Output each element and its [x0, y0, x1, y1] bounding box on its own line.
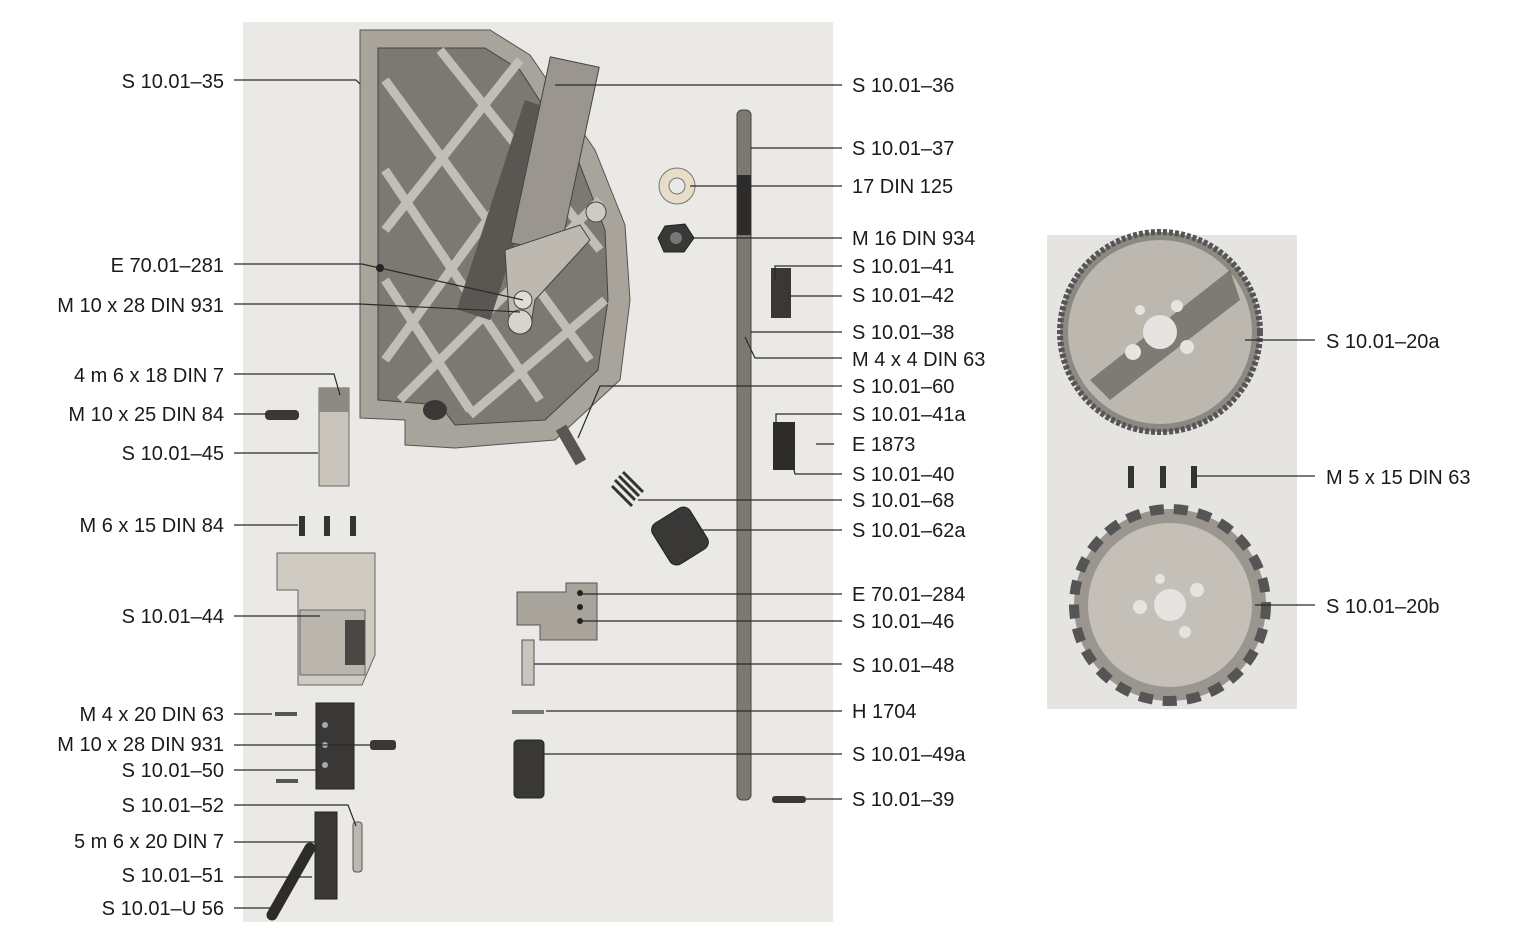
- label-e-70-01-284: E 70.01–284: [852, 584, 965, 606]
- label-m10x28-din931-bottom: M 10 x 28 DIN 931: [57, 734, 224, 756]
- screw-part-84: [265, 410, 299, 420]
- label-s-10-01-51: S 10.01–51: [122, 865, 224, 887]
- key-part-52: [352, 821, 363, 873]
- label-s-10-01-44: S 10.01–44: [122, 606, 224, 628]
- label-s-10-01-60: S 10.01–60: [852, 376, 954, 398]
- label-s-10-01-40: S 10.01–40: [852, 464, 954, 486]
- roller-part: [513, 739, 545, 799]
- label-s-10-01-42: S 10.01–42: [852, 285, 954, 307]
- clip-part-b: [773, 422, 795, 470]
- bracket-part: [516, 582, 598, 686]
- label-s-10-01-52: S 10.01–52: [122, 795, 224, 817]
- label-m10x28-din931-top: M 10 x 28 DIN 931: [57, 295, 224, 317]
- saw-blade-fine: [1057, 229, 1263, 435]
- label-s-10-01-48: S 10.01–48: [852, 655, 954, 677]
- label-m16-din934: M 16 DIN 934: [852, 228, 975, 250]
- label-s-10-01-45: S 10.01–45: [122, 443, 224, 465]
- label-s-10-01-68: S 10.01–68: [852, 490, 954, 512]
- label-e-1873: E 1873: [852, 434, 915, 456]
- label-s-10-01-41a: S 10.01–41a: [852, 404, 966, 426]
- label-s-10-01-39: S 10.01–39: [852, 789, 954, 811]
- spring-part: [610, 470, 645, 508]
- label-s-10-01-20a: S 10.01–20a: [1326, 331, 1440, 353]
- label-4m6x18-din7: 4 m 6 x 18 DIN 7: [74, 365, 224, 387]
- screw-part-39: [772, 796, 806, 803]
- bolt-part-931: [370, 740, 396, 750]
- plate-part-44: [276, 552, 376, 686]
- sleeve-part: [651, 506, 709, 566]
- label-s-10-01-38: S 10.01–38: [852, 322, 954, 344]
- label-e-70-01-281: E 70.01–281: [111, 255, 224, 277]
- label-s-10-01-50: S 10.01–50: [122, 760, 224, 782]
- block-part-50: [315, 702, 355, 790]
- label-s-10-01-62a: S 10.01–62a: [852, 520, 966, 542]
- label-m5x15-din63: M 5 x 15 DIN 63: [1326, 467, 1471, 489]
- label-s-10-01-46: S 10.01–46: [852, 611, 954, 633]
- clip-part-a: [771, 268, 791, 318]
- leader-lines: [234, 79, 1315, 909]
- label-s-10-01-35: S 10.01–35: [122, 71, 224, 93]
- saw-blade-coarse: [1069, 504, 1271, 706]
- label-m6x15-din84: M 6 x 15 DIN 84: [79, 515, 224, 537]
- long-bar-part: [736, 109, 752, 801]
- small-screws: [299, 516, 356, 536]
- label-m4x20-din63: M 4 x 20 DIN 63: [79, 704, 224, 726]
- label-5m6x20-din7: 5 m 6 x 20 DIN 7: [74, 831, 224, 853]
- label-17-din125: 17 DIN 125: [852, 176, 953, 198]
- label-s-10-01-20b: S 10.01–20b: [1326, 596, 1439, 618]
- label-s-10-01-37: S 10.01–37: [852, 138, 954, 160]
- label-s-10-01-41: S 10.01–41: [852, 256, 954, 278]
- label-s-10-01-u56: S 10.01–U 56: [102, 898, 224, 920]
- pin-part: [512, 710, 544, 714]
- blade-screws: [1128, 466, 1197, 488]
- label-s-10-01-49a: S 10.01–49a: [852, 744, 966, 766]
- label-h-1704: H 1704: [852, 701, 917, 723]
- label-m4x4-din63: M 4 x 4 DIN 63: [852, 349, 985, 371]
- handle-part: [266, 842, 316, 921]
- housing-part: [359, 29, 631, 466]
- label-m10x25-din84: M 10 x 25 DIN 84: [68, 404, 224, 426]
- block-part-51: [314, 811, 338, 900]
- label-s-10-01-36: S 10.01–36: [852, 75, 954, 97]
